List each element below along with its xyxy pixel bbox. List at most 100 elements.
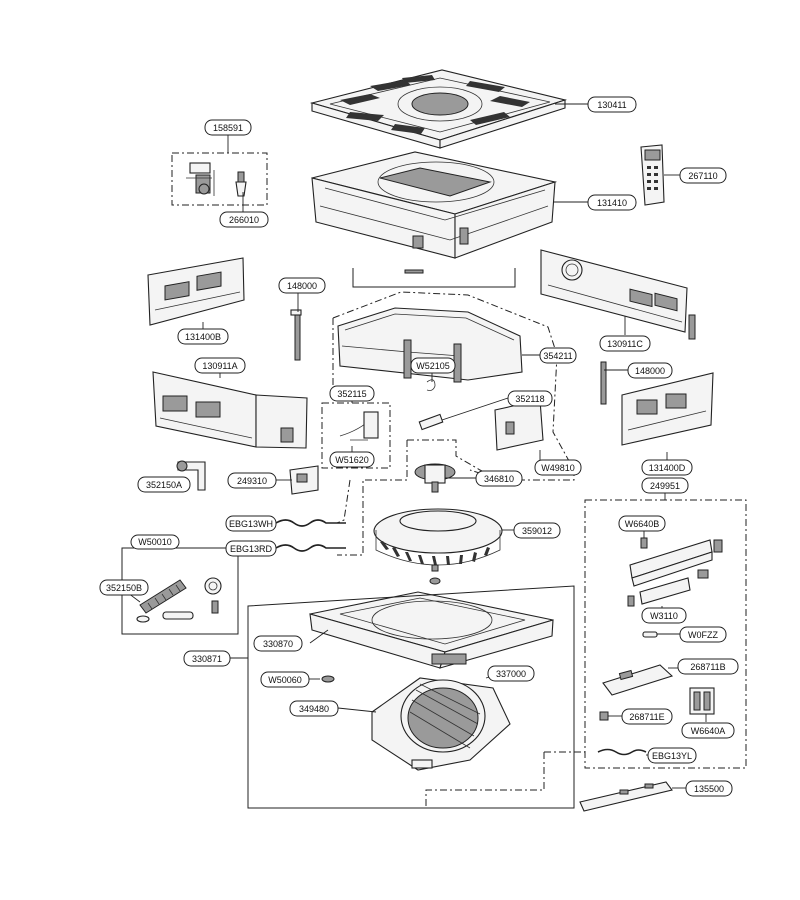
callout-352118: 352118 <box>507 390 553 407</box>
svg-text:268711B: 268711B <box>690 662 725 672</box>
svg-text:354211: 354211 <box>543 351 572 361</box>
svg-text:268711E: 268711E <box>629 712 664 722</box>
svg-text:W49810: W49810 <box>541 463 575 473</box>
svg-text:267110: 267110 <box>688 171 717 181</box>
svg-text:130411: 130411 <box>597 100 626 110</box>
svg-text:352150A: 352150A <box>146 480 182 490</box>
svg-text:349480: 349480 <box>299 704 329 714</box>
part-heat-exchanger-frame <box>337 307 523 383</box>
part-clip <box>426 379 436 391</box>
svg-text:W50060: W50060 <box>268 675 302 685</box>
svg-text:148000: 148000 <box>287 281 317 291</box>
svg-text:131400B: 131400B <box>185 332 221 342</box>
callout-w50010: W50010 <box>130 534 180 550</box>
svg-text:158591: 158591 <box>213 123 243 133</box>
part-side-panel-left-upper <box>147 257 245 326</box>
callout-130911a: 130911A <box>194 357 246 374</box>
svg-text:352115: 352115 <box>337 389 366 399</box>
part-wire-harness <box>275 519 647 756</box>
part-side-panel-left-lower <box>152 371 308 449</box>
svg-text:131410: 131410 <box>597 198 627 208</box>
svg-text:W3110: W3110 <box>650 611 678 621</box>
callout-w3110: W3110 <box>641 607 687 624</box>
callout-135500: 135500 <box>685 780 733 797</box>
part-side-panel-right-upper <box>540 249 696 340</box>
callout-w52105: W52105 <box>410 357 456 374</box>
callout-352150b: 352150B <box>99 579 149 596</box>
callout-268711b: 268711B <box>677 658 739 675</box>
svg-text:W6640B: W6640B <box>625 519 660 529</box>
callout-249310: 249310 <box>227 472 277 489</box>
callout-w6640a: W6640A <box>681 722 735 739</box>
part-lower-frame <box>309 591 554 669</box>
part-turbo-fan <box>373 508 503 566</box>
svg-text:148000: 148000 <box>635 366 665 376</box>
part-support-rod-right <box>600 361 607 405</box>
part-drain-hose-kit <box>136 577 222 623</box>
svg-text:249310: 249310 <box>237 476 267 486</box>
callout-w50060: W50060 <box>260 671 310 688</box>
callout-346810: 346810 <box>475 470 523 487</box>
svg-text:330870: 330870 <box>263 639 293 649</box>
svg-text:130911A: 130911A <box>202 361 237 371</box>
svg-text:359012: 359012 <box>522 526 552 536</box>
callout-131400b: 131400B <box>177 328 229 345</box>
svg-text:W6640A: W6640A <box>691 726 726 736</box>
callout-130411: 130411 <box>587 96 637 113</box>
svg-text:249951: 249951 <box>650 481 680 491</box>
callout-330870: 330870 <box>253 635 303 652</box>
callout-ebg13wh: EBG13WH <box>225 515 277 532</box>
callout-352150a: 352150A <box>137 476 191 493</box>
part-drain-hose-elbow <box>176 460 206 491</box>
callout-249951: 249951 <box>641 477 689 494</box>
callout-ebg13rd: EBG13RD <box>225 540 277 557</box>
callout-w0fzz: W0FZZ <box>679 626 727 643</box>
callout-359012: 359012 <box>513 522 561 539</box>
group-boundaries <box>121 152 747 809</box>
svg-text:EBG13WH: EBG13WH <box>229 519 273 529</box>
part-bracket-strip <box>352 268 516 288</box>
callout-ebg13yl: EBG13YL <box>647 747 697 764</box>
callout-w49810: W49810 <box>534 459 582 476</box>
svg-text:337000: 337000 <box>496 669 526 679</box>
part-sensor-holder <box>418 413 444 431</box>
svg-text:EBG13RD: EBG13RD <box>230 544 273 554</box>
svg-text:W51620: W51620 <box>335 455 369 465</box>
svg-text:352118: 352118 <box>515 394 544 404</box>
callout-148000-left: 148000 <box>278 277 326 294</box>
callout-349480: 349480 <box>289 700 339 717</box>
part-fan-motor <box>414 463 456 493</box>
part-mounting-bracket-kit <box>186 162 247 197</box>
svg-text:346810: 346810 <box>484 474 514 484</box>
callout-labels: 130411 158591 267110 131410 266010 14800… <box>99 96 739 797</box>
callout-w51620: W51620 <box>329 451 375 468</box>
part-main-cabinet <box>311 151 558 259</box>
callout-352115: 352115 <box>329 385 375 402</box>
callout-w6640b: W6640B <box>618 515 666 532</box>
callout-131410: 131410 <box>587 194 637 211</box>
part-side-panel-right-lower <box>621 372 714 446</box>
part-small-screw <box>321 675 335 683</box>
part-remote-controller <box>640 144 665 206</box>
svg-text:W52105: W52105 <box>416 361 450 371</box>
callout-354211: 354211 <box>539 347 577 364</box>
part-top-grille-plate <box>309 69 568 149</box>
svg-text:330871: 330871 <box>192 654 222 664</box>
svg-text:W50010: W50010 <box>138 537 172 547</box>
svg-text:EBG13YL: EBG13YL <box>652 751 692 761</box>
svg-text:266010: 266010 <box>229 215 259 225</box>
part-fan-nut <box>429 564 441 585</box>
part-bell-mouth <box>371 677 511 771</box>
part-thermistor-assembly <box>339 411 379 441</box>
part-support-rod-left <box>290 309 302 361</box>
callout-158591: 158591 <box>204 119 252 136</box>
svg-text:W0FZZ: W0FZZ <box>688 630 718 640</box>
part-control-box-components <box>599 537 723 721</box>
callout-148000-right: 148000 <box>627 362 673 379</box>
part-control-box-cover <box>494 399 544 451</box>
part-bottom-cover-strip <box>579 781 673 812</box>
callout-130911c: 130911C <box>599 335 651 352</box>
svg-text:131400D: 131400D <box>649 463 686 473</box>
callout-267110: 267110 <box>679 167 727 184</box>
